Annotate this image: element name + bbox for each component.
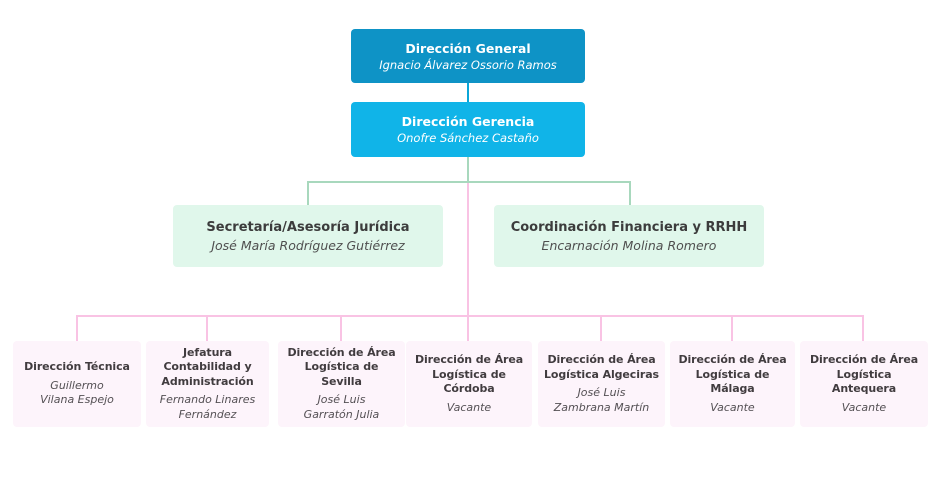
node-title: Jefatura Contabilidad y Administración (161, 345, 254, 388)
node-area-logistica-antequera: Dirección de Área Logística Antequera Va… (800, 341, 928, 427)
connector-l2-stub (467, 157, 469, 182)
node-title: Secretaría/Asesoría Jurídica (206, 219, 410, 235)
node-person: Guillermo Vilana Espejo (40, 378, 114, 407)
node-title: Dirección Gerencia (401, 114, 535, 129)
connector-l4-drop-5 (731, 315, 733, 341)
node-person: Encarnación Molina Romero (541, 237, 717, 253)
node-person: Ignacio Álvarez Ossorio Ramos (379, 57, 557, 72)
node-area-logistica-cordoba: Dirección de Área Logística de Córdoba V… (406, 341, 532, 427)
node-person: Vacante (446, 400, 492, 414)
node-person: Fernando Linares Fernández (159, 393, 256, 421)
connector-l4-drop-0 (76, 315, 78, 341)
node-title: Dirección de Área Logística Algeciras (544, 353, 659, 381)
node-direccion-general: Dirección General Ignacio Álvarez Ossori… (351, 29, 585, 83)
connector-l4-vline (467, 183, 469, 315)
node-jefatura-contabilidad-administracion: Jefatura Contabilidad y Administración F… (146, 341, 269, 427)
connector-l3-drop-left (307, 181, 309, 205)
connector-l4-drop-1 (206, 315, 208, 341)
node-direccion-gerencia: Dirección Gerencia Onofre Sánchez Castañ… (351, 102, 585, 157)
connector-l4-drop-3 (467, 315, 469, 341)
node-area-logistica-malaga: Dirección de Área Logística de Málaga Va… (670, 341, 795, 427)
node-area-logistica-algeciras: Dirección de Área Logística Algeciras Jo… (538, 341, 665, 427)
connector-l4-drop-2 (340, 315, 342, 341)
connector-l3-drop-right (629, 181, 631, 205)
connector-l4-drop-4 (600, 315, 602, 341)
node-person: Vacante (710, 400, 755, 414)
node-person: José Luis Zambrana Martín (553, 386, 650, 414)
node-title: Dirección de Área Logística de Sevilla (287, 345, 396, 388)
connector-l4-drop-6 (862, 315, 864, 341)
connector-l3-hbar (307, 181, 631, 183)
node-title: Dirección Técnica (24, 360, 130, 374)
node-person: Vacante (841, 400, 887, 414)
node-title: Dirección de Área Logística de Córdoba (414, 353, 524, 395)
node-secretaria-asesoria-juridica: Secretaría/Asesoría Jurídica José María … (173, 205, 443, 267)
node-area-logistica-sevilla: Dirección de Área Logística de Sevilla J… (278, 341, 405, 427)
node-title: Dirección de Área Logística de Málaga (678, 353, 787, 395)
node-title: Dirección de Área Logística Antequera (809, 353, 919, 395)
node-coordinacion-financiera-rrhh: Coordinación Financiera y RRHH Encarnaci… (494, 205, 764, 267)
node-title: Coordinación Financiera y RRHH (510, 219, 748, 235)
node-person: José Luis Garratón Julia (303, 393, 380, 421)
connector-l1-l2 (467, 83, 469, 102)
node-direccion-tecnica: Dirección Técnica Guillermo Vilana Espej… (13, 341, 141, 427)
node-person: Onofre Sánchez Castaño (397, 131, 539, 145)
node-title: Dirección General (405, 40, 531, 56)
node-person: José María Rodríguez Gutiérrez (211, 237, 405, 253)
connector-l4-hbar (76, 315, 864, 317)
